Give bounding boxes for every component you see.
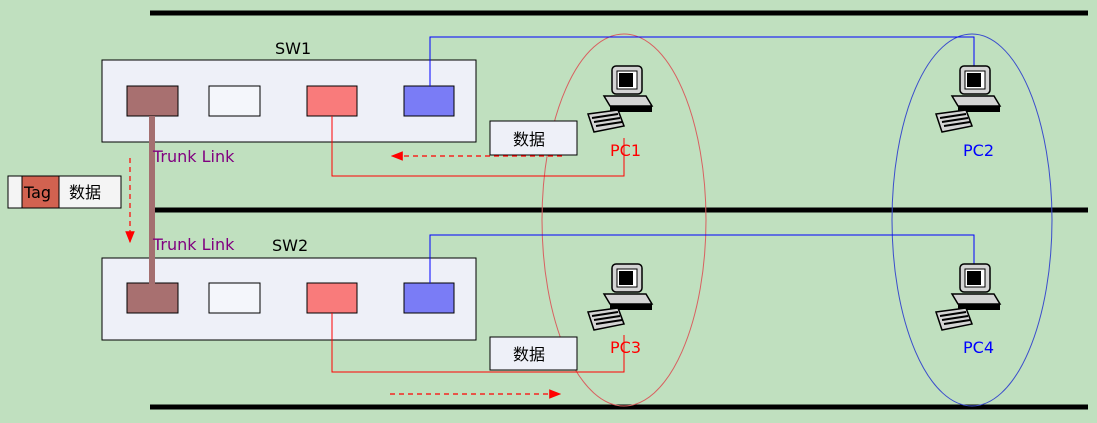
sw1-trunk-label: Trunk Link <box>152 147 235 166</box>
sw2-trunk-label: Trunk Link <box>152 235 235 254</box>
switch-sw2: SW2 <box>101 236 477 341</box>
pc3-label: PC3 <box>610 338 641 357</box>
pc2-label: PC2 <box>963 141 994 160</box>
sw2-port-unused <box>208 282 261 314</box>
sw1-port-red <box>306 85 358 117</box>
sw2-port-red <box>306 282 358 314</box>
vlan-red-ellipse <box>541 33 707 407</box>
pc1-link-line <box>331 116 625 177</box>
data-frame-sw2-label: 数据 <box>513 345 545 364</box>
tagged-frame: Tag 数据 <box>7 175 122 209</box>
pc1: PC1 <box>587 65 653 160</box>
data-frame-sw1-label: 数据 <box>513 130 545 149</box>
vlan-blue-ellipse <box>891 33 1053 407</box>
switch-sw1-label: SW1 <box>275 39 311 58</box>
tagged-frame-data-label: 数据 <box>69 183 101 202</box>
pc4-label: PC4 <box>963 338 994 357</box>
pc4-link-line <box>429 234 975 283</box>
switch-sw1: SW1 <box>101 39 477 143</box>
pc4: PC4 <box>935 263 1001 357</box>
switch-sw2-label: SW2 <box>272 236 308 255</box>
sw2-port-blue <box>403 282 455 314</box>
sw1-port-unused <box>208 85 261 117</box>
sw1-port-blue <box>403 85 455 117</box>
data-frame-sw1 <box>489 120 578 156</box>
tag-label: Tag <box>23 183 51 202</box>
data-frame-sw2 <box>489 336 578 371</box>
tagged-frame-header <box>7 175 23 209</box>
pc2: PC2 <box>935 65 1001 160</box>
sw2-port-trunk <box>126 282 179 314</box>
tagged-frame-data-field <box>58 175 122 209</box>
pc3: PC3 <box>587 263 653 357</box>
pc3-link-line <box>331 313 625 373</box>
sw1-port-trunk <box>126 85 179 117</box>
pc1-label: PC1 <box>610 141 641 160</box>
pc2-link-line <box>429 36 975 86</box>
